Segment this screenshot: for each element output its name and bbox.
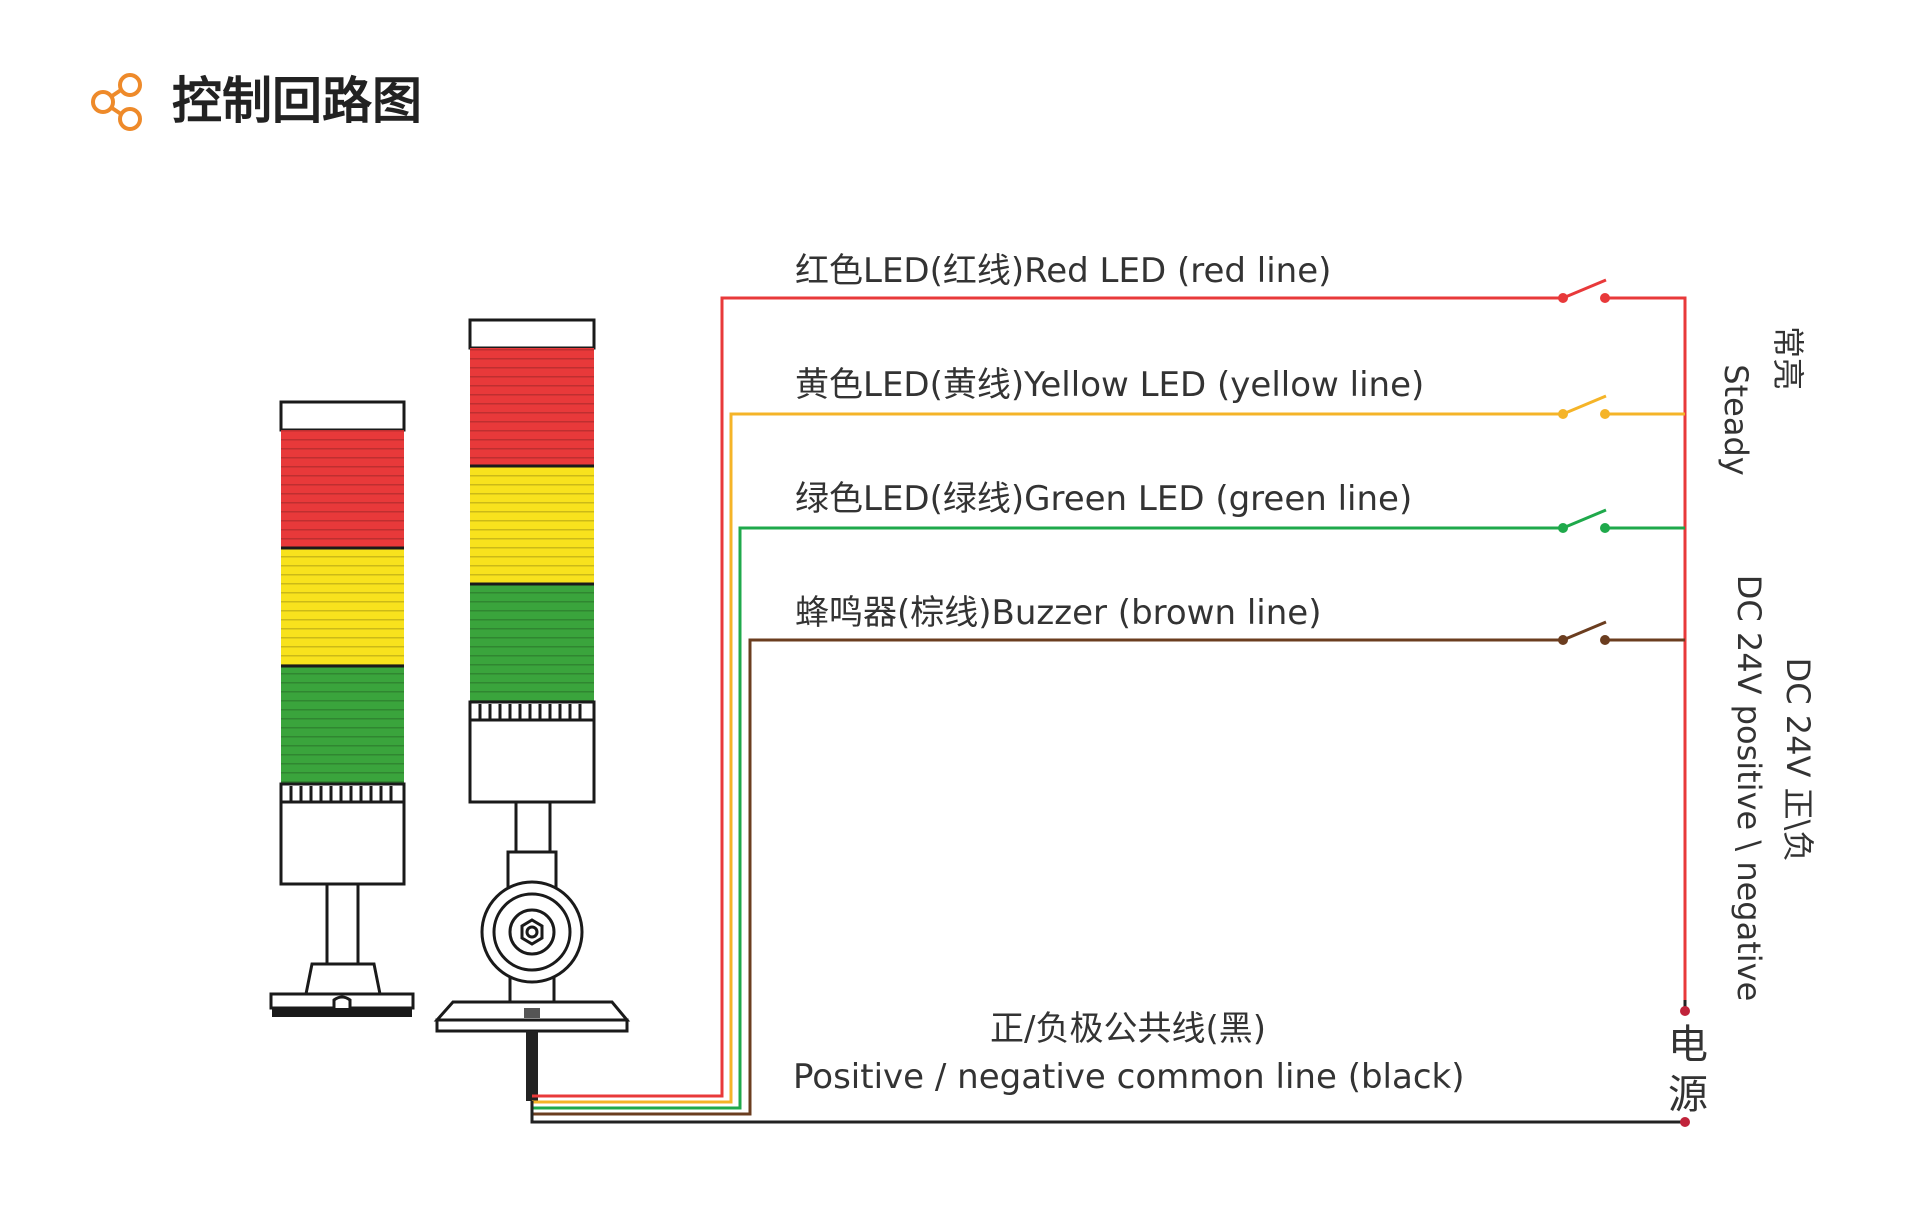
- yellow-line-label: 黄色LED(黄线)Yellow LED (yellow line): [795, 365, 1424, 405]
- black-common-wire: [530, 1101, 1687, 1124]
- tower-light-folding-base: [433, 318, 631, 1101]
- cable-entry: [524, 1008, 540, 1018]
- steady-mode-label-en: Steady: [1717, 364, 1755, 475]
- share-icon: [91, 73, 142, 131]
- tower-pole: [514, 800, 552, 854]
- common-line-label-cn: 正/负极公共线(黑): [990, 1009, 1266, 1049]
- power-label-cn: DC 24V 正\负: [1779, 658, 1817, 863]
- green-switch: [1562, 508, 1607, 530]
- green-line-label: 绿色LED(绿线)Green LED (green line): [795, 479, 1412, 519]
- wiring: [530, 278, 1690, 1127]
- tower-light-fixed-base: [269, 400, 415, 1017]
- yellow-wire: [532, 412, 1563, 1104]
- tower-cap: [468, 318, 596, 350]
- red-line-label: 红色LED(红线)Red LED (red line): [795, 251, 1331, 291]
- power-terminal-top: [1680, 1006, 1690, 1016]
- power-source-label-2: 源: [1668, 1072, 1708, 1118]
- brown-switch: [1562, 620, 1607, 642]
- tower-pole: [325, 882, 360, 966]
- brown-line-label: 蜂鸣器(棕线)Buzzer (brown line): [795, 593, 1321, 633]
- power-source-label-1: 电: [1668, 1022, 1708, 1068]
- cable-bundle: [526, 1031, 538, 1101]
- yellow-switch: [1562, 394, 1607, 416]
- tower-cap: [279, 400, 406, 432]
- green-wire: [532, 526, 1563, 1110]
- power-terminal-bottom: [1680, 1117, 1690, 1127]
- brown-wire: [532, 638, 1563, 1116]
- page-title: 控制回路图: [172, 72, 422, 130]
- steady-mode-label-cn: 常亮: [1769, 326, 1807, 390]
- common-line-label-en: Positive / negative common line (black): [793, 1057, 1464, 1097]
- power-label-en: DC 24V positive \ negative: [1730, 575, 1768, 1002]
- tower-base: [304, 962, 382, 996]
- red-wire: [532, 296, 1563, 1098]
- red-switch: [1562, 278, 1607, 300]
